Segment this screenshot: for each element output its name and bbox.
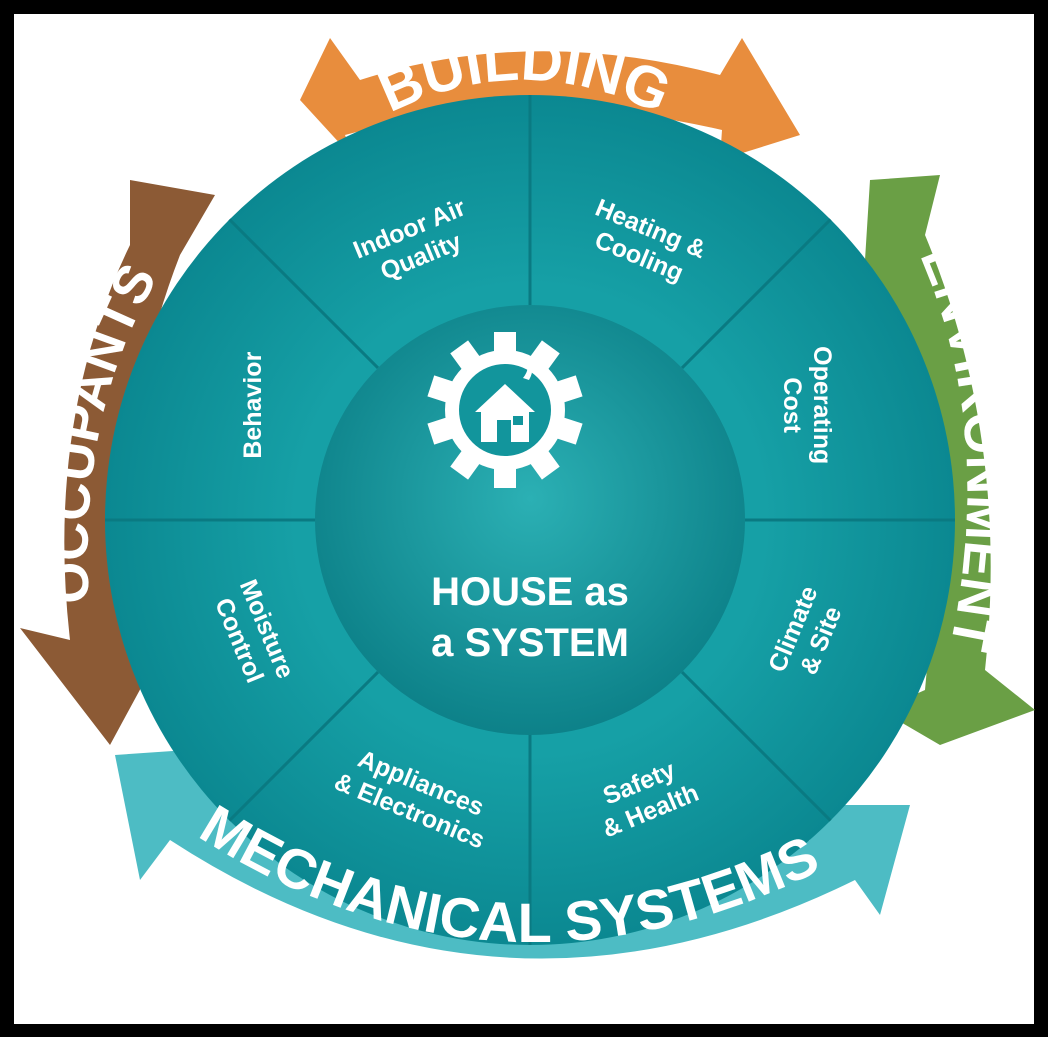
center-title-line2: a SYSTEM [431, 621, 629, 665]
segment-label-line: Cost [778, 377, 806, 433]
mechanical-systems-arrow [115, 745, 910, 959]
segment-dividers [105, 95, 955, 945]
segment-label-line: Behavior [239, 351, 267, 458]
center-circle [315, 305, 745, 735]
segment-divider [680, 670, 832, 822]
segment-divider [228, 670, 380, 822]
gear-house-icon [427, 332, 583, 488]
segment-behavior: Behavior [239, 351, 267, 458]
center-title-line1: HOUSE as [431, 570, 629, 614]
segment-divider [228, 218, 380, 370]
segment-label-line: Operating [808, 346, 836, 464]
segment-divider [680, 218, 832, 370]
